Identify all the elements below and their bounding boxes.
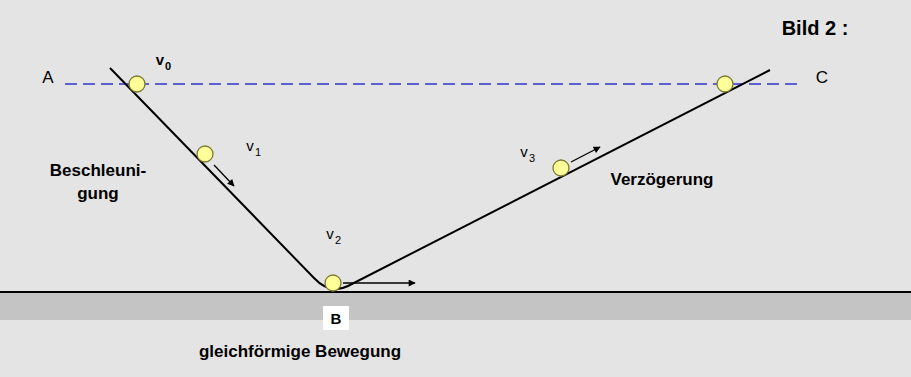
velocity-index: 0: [165, 60, 171, 73]
velocity-index: 3: [529, 152, 535, 165]
velocity-symbol: v: [156, 51, 164, 69]
ball: [197, 146, 213, 162]
point-label: B: [331, 310, 342, 327]
velocity-index: 2: [335, 234, 341, 247]
ground-line: [0, 291, 911, 293]
balls: [129, 76, 733, 291]
ball: [553, 160, 569, 176]
velocity-index: 1: [255, 146, 261, 159]
phase-label: Beschleuni- gung: [42, 160, 154, 206]
velocity-symbol: v: [326, 225, 334, 243]
phase-label: gleichförmige Bewegung: [199, 342, 401, 362]
ground-band: [0, 293, 911, 320]
ball: [129, 76, 145, 92]
point-box: B: [323, 306, 349, 330]
phase-label: Verzögerung: [611, 170, 714, 190]
velocity-symbol: v: [520, 143, 528, 161]
velocity-arrows: [214, 147, 600, 283]
ball: [325, 275, 341, 291]
velocity-arrow: [343, 282, 415, 283]
ball: [717, 76, 733, 92]
velocity-arrow: [571, 147, 600, 162]
velocity-arrow: [214, 165, 234, 186]
level-line: [65, 83, 800, 84]
figure-title: Bild 2 :: [782, 16, 849, 40]
point-label: A: [42, 68, 53, 88]
track: [110, 68, 770, 289]
velocity-symbol: v: [246, 137, 254, 155]
point-label: C: [816, 68, 828, 88]
